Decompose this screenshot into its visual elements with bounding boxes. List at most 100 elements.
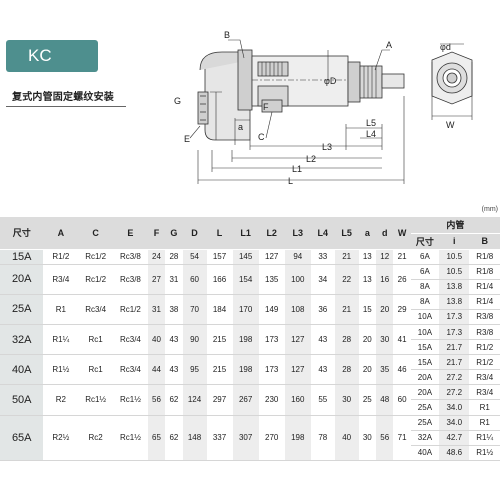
cell-l1: 198 xyxy=(232,324,259,356)
inner-pipe-size-cell: 8A xyxy=(410,294,440,310)
inner-pipe-i-cell: 13.8 xyxy=(439,294,470,310)
cell-a: 13 xyxy=(358,249,377,265)
label-phid: φd xyxy=(440,42,451,52)
inner-pipe-size-cell: 10A xyxy=(410,309,440,325)
label-C: C xyxy=(258,132,265,142)
inner-pipe-b-cell: R1 xyxy=(469,415,500,431)
cell-d: 56 xyxy=(376,415,394,461)
cell-a: 30 xyxy=(358,415,377,461)
cell-c: Rc2 xyxy=(78,415,114,461)
cell-l2: 173 xyxy=(258,324,285,356)
cell-f: 44 xyxy=(147,354,166,386)
column-header: F xyxy=(147,217,166,250)
cell-d: 20 xyxy=(376,294,394,325)
cell-l2: 127 xyxy=(258,249,285,265)
cell-c: Rc1/2 xyxy=(78,249,114,265)
cell-l2: 149 xyxy=(258,294,285,325)
model-badge: KC xyxy=(6,40,98,72)
inner-pipe-b-cell: R1½ xyxy=(469,445,500,461)
inner-pipe-size-cell: 25A xyxy=(410,415,440,431)
model-badge-label: KC xyxy=(28,46,52,65)
cell-a: R2½ xyxy=(43,415,79,461)
inner-pipe-i-cell: 34.0 xyxy=(439,415,470,431)
cell-l: 157 xyxy=(206,249,233,265)
cell-l4: 34 xyxy=(310,264,335,295)
size-cell: 15A xyxy=(0,249,44,265)
cell-g: 31 xyxy=(165,264,183,295)
label-L1: L1 xyxy=(292,164,302,174)
inner-pipe-header: 内管 xyxy=(410,217,500,234)
cell-a: 20 xyxy=(358,354,377,386)
cell-a: 20 xyxy=(358,324,377,356)
column-header: L3 xyxy=(284,217,311,250)
cell-d: 30 xyxy=(376,324,394,356)
label-G: G xyxy=(174,96,181,106)
cell-l4: 43 xyxy=(310,324,335,356)
label-a: a xyxy=(238,122,243,132)
cell-c: Rc3/4 xyxy=(78,294,114,325)
cell-e: Rc1½ xyxy=(113,384,148,416)
cell-d: 70 xyxy=(182,294,207,325)
cell-f: 24 xyxy=(147,249,166,265)
cell-a: R3/4 xyxy=(43,264,79,295)
technical-drawing: B A φd φD G F a E C W L5 L4 L3 L2 L1 L xyxy=(174,30,473,186)
label-L3: L3 xyxy=(322,142,332,152)
inner-pipe-size-cell: 10A xyxy=(410,324,440,341)
inner-pipe-size-cell: 6A xyxy=(410,249,440,265)
cell-l: 215 xyxy=(206,354,233,386)
cell-l5: 22 xyxy=(334,264,359,295)
inner-pipe-size-cell: 15A xyxy=(410,339,440,356)
page-subtitle: 复式内管固定螺纹安装 xyxy=(12,92,114,103)
cell-g: 62 xyxy=(165,415,183,461)
size-cell: 25A xyxy=(0,294,44,325)
cell-l4: 36 xyxy=(310,294,335,325)
cell-l5: 30 xyxy=(334,384,359,416)
inner-pipe-b-cell: R1/4 xyxy=(469,294,500,310)
cell-l3: 108 xyxy=(284,294,311,325)
inner-pipe-b-cell: R1/4 xyxy=(469,279,500,295)
column-header: d xyxy=(376,217,394,250)
cell-d: 16 xyxy=(376,264,394,295)
cell-l2: 230 xyxy=(258,384,285,416)
inner-pipe-size-cell: 40A xyxy=(410,445,440,461)
inner-pipe-b-cell: R3/4 xyxy=(469,384,500,401)
inner-pipe-b-cell: R1/2 xyxy=(469,339,500,356)
column-header: W xyxy=(393,217,411,250)
cell-l4: 78 xyxy=(310,415,335,461)
inner-pipe-size-cell: 6A xyxy=(410,264,440,280)
cell-c: Rc1 xyxy=(78,324,114,356)
inner-pipe-i-cell: 21.7 xyxy=(439,354,470,371)
inner-pipe-b-cell: R3/8 xyxy=(469,324,500,341)
cell-l2: 135 xyxy=(258,264,285,295)
inner-pipe-b-cell: R1¼ xyxy=(469,430,500,446)
inner-pipe-column-header: 尺寸 xyxy=(410,233,440,250)
label-L5: L5 xyxy=(366,118,376,128)
cell-e: Rc3/4 xyxy=(113,354,148,386)
cell-g: 43 xyxy=(165,324,183,356)
cell-g: 28 xyxy=(165,249,183,265)
cell-c: Rc1/2 xyxy=(78,264,114,295)
cell-l1: 307 xyxy=(232,415,259,461)
cell-l4: 33 xyxy=(310,249,335,265)
inner-pipe-b-cell: R1/2 xyxy=(469,354,500,371)
cell-f: 40 xyxy=(147,324,166,356)
cell-w: 29 xyxy=(393,294,411,325)
cell-w: 46 xyxy=(393,354,411,386)
cell-l5: 21 xyxy=(334,249,359,265)
subtitle-underline xyxy=(6,106,126,107)
cell-a: R1¼ xyxy=(43,324,79,356)
column-header: L5 xyxy=(334,217,359,250)
cell-l1: 154 xyxy=(232,264,259,295)
inner-pipe-size-cell: 20A xyxy=(410,384,440,401)
size-cell: 32A xyxy=(0,324,44,356)
label-W: W xyxy=(446,120,455,130)
